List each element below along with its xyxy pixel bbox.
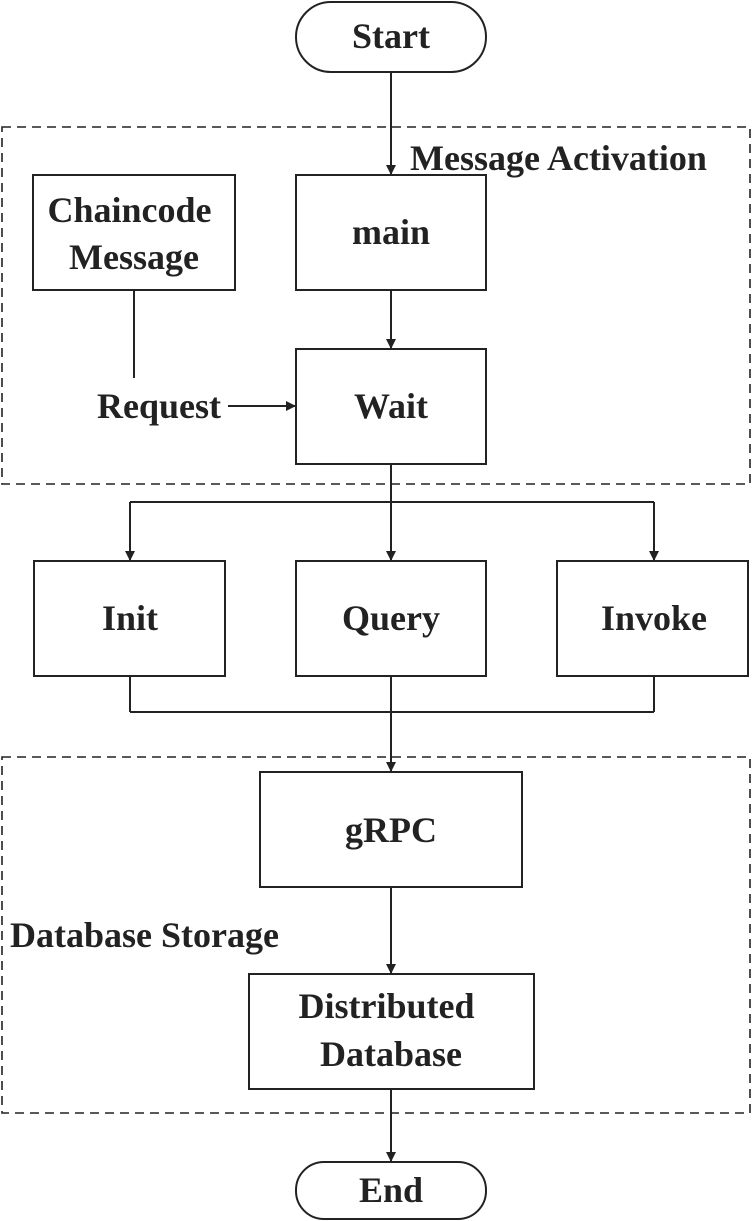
end-terminal bbox=[295, 1161, 487, 1220]
request-label: Request bbox=[97, 386, 221, 426]
message-activation-label: Message Activation bbox=[410, 138, 707, 178]
chaincode-message-box bbox=[32, 174, 236, 291]
chaincode-message-line-2: Message bbox=[69, 237, 199, 277]
chaincode-message-line-1: Chaincode bbox=[47, 190, 211, 230]
invoke-label: Invoke bbox=[601, 598, 707, 638]
distributed-database-label: Distributed Database bbox=[298, 986, 483, 1074]
main-box bbox=[295, 174, 487, 291]
end-label: End bbox=[359, 1170, 423, 1210]
query-box bbox=[295, 560, 487, 677]
grpc-box bbox=[259, 771, 523, 888]
database-storage-group bbox=[1, 756, 751, 1114]
query-label: Query bbox=[342, 598, 440, 638]
wait-box bbox=[295, 348, 487, 465]
chaincode-message-label: Chaincode Message bbox=[47, 190, 220, 277]
distributed-database-line-1: Distributed bbox=[298, 986, 474, 1026]
wait-label: Wait bbox=[354, 386, 428, 426]
connectors bbox=[125, 72, 659, 1162]
invoke-box bbox=[556, 560, 749, 677]
init-box bbox=[33, 560, 226, 677]
message-activation-group bbox=[1, 126, 751, 485]
init-label: Init bbox=[102, 598, 158, 638]
main-label: main bbox=[352, 212, 430, 252]
distributed-database-line-2: Database bbox=[320, 1034, 462, 1074]
start-label: Start bbox=[352, 16, 430, 56]
database-storage-label: Database Storage bbox=[10, 915, 279, 955]
grpc-label: gRPC bbox=[345, 810, 437, 850]
